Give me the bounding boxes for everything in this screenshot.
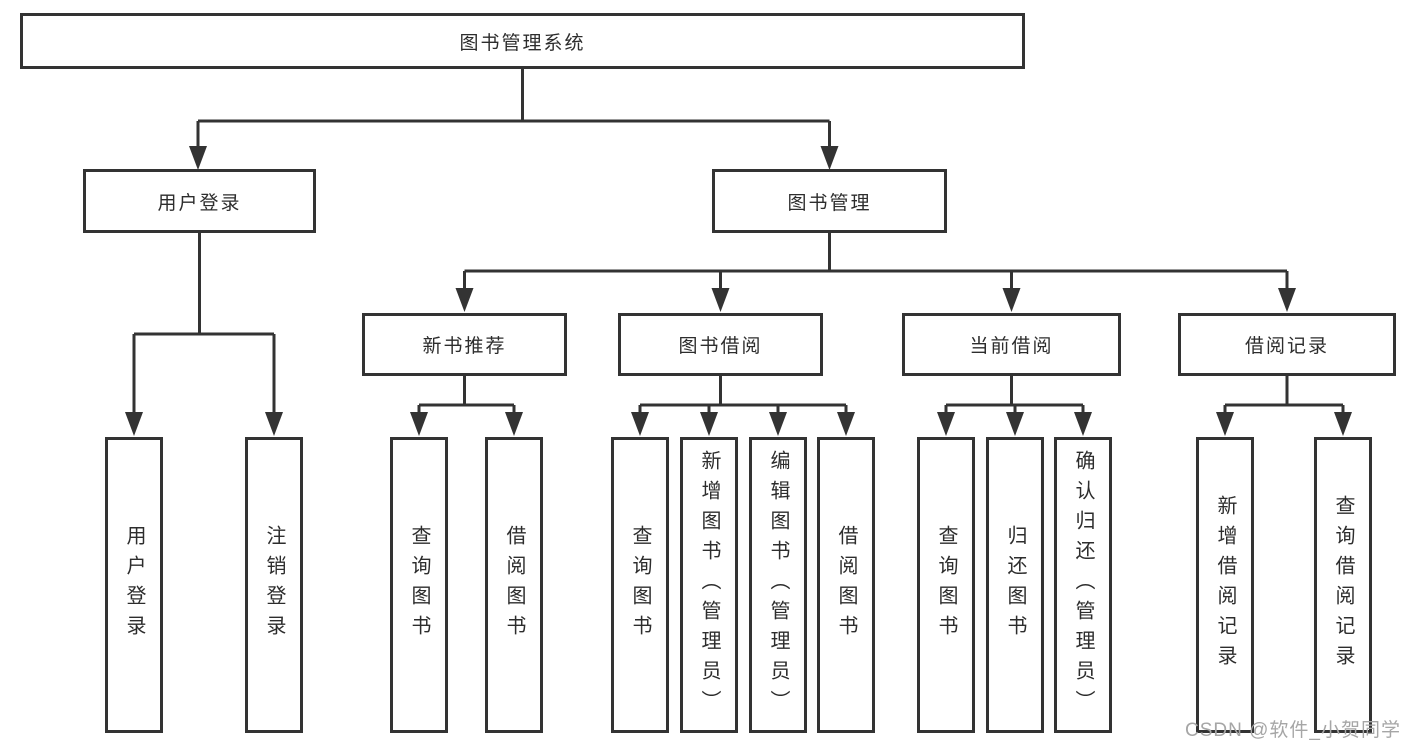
book-borrowing-fork-line <box>638 376 848 414</box>
leaf-borrow-edit-books-admin: 编辑图书（管理员） <box>749 437 807 733</box>
root-fork-line <box>196 69 831 148</box>
arrow-down-icon <box>1216 412 1234 436</box>
arrow-down-icon <box>1006 412 1024 436</box>
new-book-fork-line <box>417 376 516 414</box>
leaf-records-add-record: 新增借阅记录 <box>1196 437 1254 733</box>
arrow-down-icon <box>1074 412 1092 436</box>
leaf-current-return-books: 归还图书 <box>986 437 1044 733</box>
arrow-down-icon <box>1278 288 1296 312</box>
leaf-current-confirm-return-admin: 确认归还（管理员） <box>1054 437 1112 733</box>
node-root: 图书管理系统 <box>20 13 1025 69</box>
user-login-fork-line <box>132 233 276 414</box>
arrow-down-icon <box>769 412 787 436</box>
arrow-down-icon <box>820 146 839 170</box>
leaf-recommend-query-books: 查询图书 <box>390 437 448 733</box>
arrow-down-icon <box>125 412 143 436</box>
node-book-management: 图书管理 <box>712 169 947 233</box>
node-new-book-recommendation: 新书推荐 <box>362 313 567 376</box>
watermark: CSDN @软件_小贺同学 <box>1185 720 1401 741</box>
leaf-borrow-query-books: 查询图书 <box>611 437 669 733</box>
arrow-down-icon <box>455 288 474 312</box>
arrow-down-icon <box>189 146 207 170</box>
current-borrowing-fork-line <box>944 376 1085 414</box>
leaf-user-login: 用户登录 <box>105 437 163 733</box>
arrow-down-icon <box>1002 288 1021 312</box>
borrowing-records-fork-line <box>1223 376 1345 414</box>
leaf-borrow-borrow-books: 借阅图书 <box>817 437 875 733</box>
arrow-down-icon <box>410 412 428 436</box>
leaf-logout: 注销登录 <box>245 437 303 733</box>
arrow-down-icon <box>700 412 718 436</box>
book-management-fork-line <box>463 233 1289 290</box>
leaf-borrow-add-books-admin: 新增图书（管理员） <box>680 437 738 733</box>
arrow-down-icon <box>265 412 283 436</box>
leaf-records-query-record: 查询借阅记录 <box>1314 437 1372 733</box>
arrow-down-icon <box>937 412 955 436</box>
arrow-down-icon <box>505 412 523 436</box>
arrow-down-icon <box>631 412 649 436</box>
leaf-recommend-borrow-books: 借阅图书 <box>485 437 543 733</box>
arrow-down-icon <box>1334 412 1352 436</box>
node-current-borrowing: 当前借阅 <box>902 313 1121 376</box>
node-borrowing-records: 借阅记录 <box>1178 313 1396 376</box>
leaf-current-query-books: 查询图书 <box>917 437 975 733</box>
node-book-borrowing: 图书借阅 <box>618 313 823 376</box>
node-user-login: 用户登录 <box>83 169 316 233</box>
arrow-down-icon <box>711 288 730 312</box>
arrow-down-icon <box>837 412 855 436</box>
